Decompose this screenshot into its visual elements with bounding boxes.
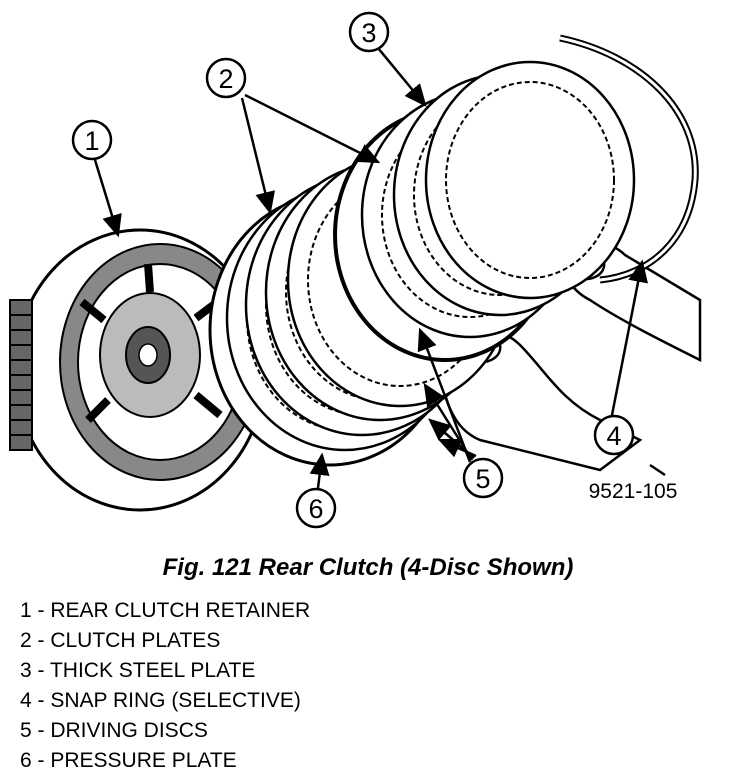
rear-clutch-illustration: 1 2 3 4 5 6 9521-105 bbox=[9, 11, 702, 529]
svg-text:1: 1 bbox=[84, 126, 99, 156]
legend-item: 5 - DRIVING DISCS bbox=[20, 719, 208, 742]
svg-text:6: 6 bbox=[308, 494, 323, 524]
legend-item: 2 - CLUTCH PLATES bbox=[20, 629, 221, 652]
callout-3: 3 bbox=[348, 11, 390, 53]
figure-caption: Fig. 121 Rear Clutch (4-Disc Shown) bbox=[162, 554, 574, 581]
callout-6: 6 bbox=[295, 487, 337, 529]
callout-2: 2 bbox=[205, 57, 247, 99]
legend-item: 4 - SNAP RING (SELECTIVE) bbox=[20, 689, 301, 712]
callout-4: 4 bbox=[593, 414, 635, 456]
legend-item: 1 - REAR CLUTCH RETAINER bbox=[20, 599, 311, 622]
svg-text:5: 5 bbox=[475, 464, 490, 494]
legend-item: 6 - PRESSURE PLATE bbox=[20, 749, 237, 772]
svg-text:3: 3 bbox=[361, 18, 376, 48]
svg-text:2: 2 bbox=[218, 64, 233, 94]
legend-item: 3 - THICK STEEL PLATE bbox=[20, 659, 256, 682]
clutch-pack bbox=[208, 60, 636, 467]
parts-legend: 1 - REAR CLUTCH RETAINER 2 - CLUTCH PLAT… bbox=[20, 596, 310, 776]
leader-lines bbox=[93, 47, 666, 489]
drawing-id: 9521-105 bbox=[589, 480, 678, 503]
callout-5: 5 bbox=[462, 457, 504, 499]
rear-clutch-retainer bbox=[9, 228, 267, 512]
svg-text:4: 4 bbox=[606, 421, 621, 451]
callout-1: 1 bbox=[71, 119, 113, 161]
